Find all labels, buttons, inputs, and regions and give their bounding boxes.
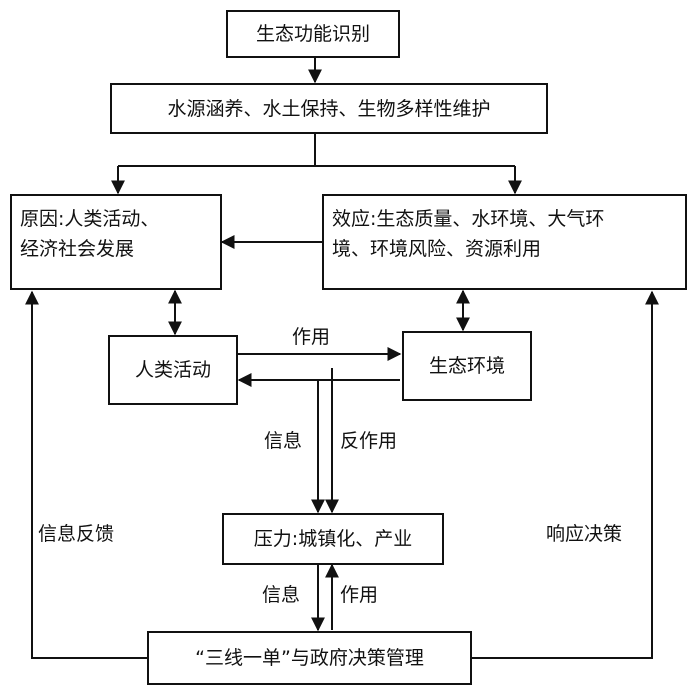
node-effect: 效应:生态质量、水环境、大气环 境、环境风险、资源利用 — [322, 194, 687, 290]
node-ecosystem-functions: 水源涵养、水土保持、生物多样性维护 — [110, 83, 548, 134]
node-pressure: 压力:城镇化、产业 — [222, 513, 444, 565]
label-info-mid: 信息 — [264, 430, 303, 452]
label-react: 反作用 — [340, 430, 398, 452]
label-response: 响应决策 — [546, 523, 623, 545]
node-ecological-environment: 生态环境 — [402, 331, 532, 401]
arrow-response — [472, 290, 659, 659]
node-human-activity: 人类活动 — [108, 335, 238, 405]
arrow-feedback — [25, 290, 147, 659]
node-management: “三线一单”与政府决策管理 — [147, 631, 472, 685]
label-info-low: 信息 — [262, 584, 301, 606]
node-ecological-function-identification: 生态功能识别 — [226, 10, 400, 58]
label-act-low: 作用 — [340, 584, 379, 606]
label-feedback: 信息反馈 — [38, 523, 115, 545]
node-cause: 原因:人类活动、 经济社会发展 — [10, 194, 222, 290]
label-act-top: 作用 — [292, 326, 331, 348]
